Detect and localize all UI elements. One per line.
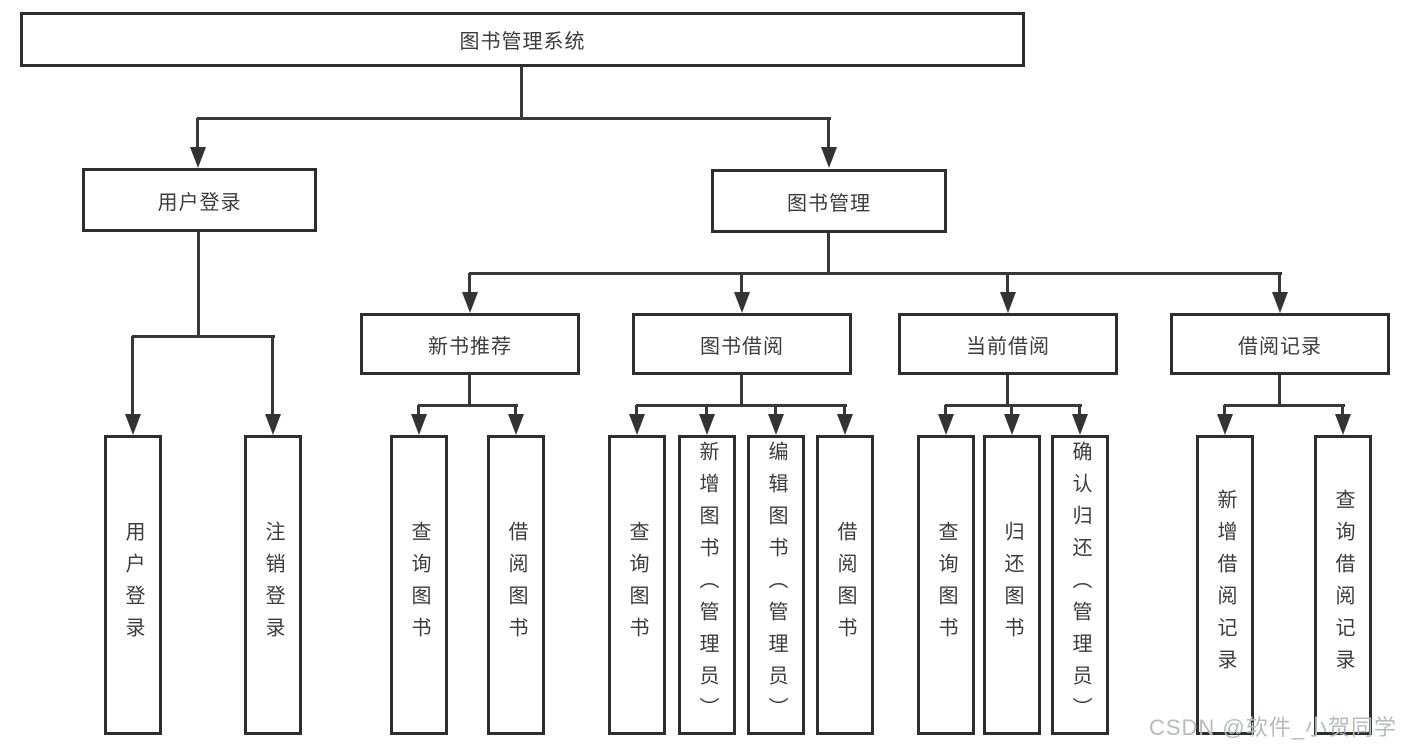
- arrowhead-down-icon: [734, 292, 750, 313]
- arrowhead-down-icon: [938, 414, 954, 435]
- connector-v-line: [197, 232, 200, 338]
- connector-v-line: [1078, 405, 1081, 417]
- leaf-query-borrow-record: 查询借阅记录: [1314, 435, 1372, 735]
- arrowhead-down-icon: [1072, 414, 1088, 435]
- connector-v-line: [1006, 273, 1009, 295]
- leaf-user-login-label: 用户登录: [122, 521, 144, 649]
- leaf-user-login: 用户登录: [104, 435, 162, 735]
- leaf-query-books-current: 查询图书: [917, 435, 975, 735]
- leaf-query-books-current-label: 查询图书: [935, 521, 957, 649]
- leaf-return-books: 归还图书: [983, 435, 1041, 735]
- connector-v-line: [1006, 375, 1009, 407]
- arrowhead-down-icon: [190, 147, 206, 168]
- connector-v-line: [417, 405, 420, 417]
- arrowhead-down-icon: [768, 414, 784, 435]
- node-current-borrowing: 当前借阅: [898, 313, 1118, 375]
- leaf-confirm-return-admin: 确认归还（管理员）: [1051, 435, 1109, 735]
- leaf-query-books-borrowing: 查询图书: [608, 435, 666, 735]
- connector-v-line: [774, 405, 777, 417]
- node-new-book-recommendation-label: 新书推荐: [428, 335, 512, 358]
- connector-h-line: [945, 404, 1082, 407]
- arrowhead-down-icon: [629, 414, 645, 435]
- connector-h-line: [197, 117, 831, 120]
- connector-v-line: [740, 375, 743, 407]
- connector-v-line: [131, 336, 134, 416]
- leaf-edit-book-admin: 编辑图书（管理员）: [747, 435, 805, 735]
- connector-h-line: [132, 335, 275, 338]
- connector-v-line: [1223, 405, 1226, 417]
- connector-v-line: [827, 118, 830, 150]
- leaf-borrow-books-borrowing: 借阅图书: [816, 435, 874, 735]
- arrowhead-down-icon: [462, 292, 478, 313]
- connector-v-line: [827, 233, 830, 275]
- node-borrowing-records-label: 借阅记录: [1238, 335, 1322, 358]
- connector-v-line: [843, 405, 846, 417]
- arrowhead-down-icon: [1335, 414, 1351, 435]
- leaf-add-borrow-record: 新增借阅记录: [1196, 435, 1254, 735]
- connector-v-line: [520, 67, 523, 120]
- arrowhead-down-icon: [411, 414, 427, 435]
- node-book-borrowing: 图书借阅: [632, 313, 852, 375]
- connector-v-line: [1278, 375, 1281, 407]
- connector-h-line: [636, 404, 847, 407]
- node-book-management-label: 图书管理: [787, 192, 871, 215]
- leaf-logout-label: 注销登录: [262, 521, 284, 649]
- node-new-book-recommendation: 新书推荐: [360, 313, 580, 375]
- connector-v-line: [514, 405, 517, 417]
- connector-h-line: [469, 272, 1282, 275]
- connector-v-line: [944, 405, 947, 417]
- connector-v-line: [635, 405, 638, 417]
- node-book-borrowing-label: 图书借阅: [700, 335, 784, 358]
- node-current-borrowing-label: 当前借阅: [966, 335, 1050, 358]
- connector-v-line: [196, 118, 199, 150]
- node-library-system: 图书管理系统: [20, 12, 1025, 67]
- arrowhead-down-icon: [699, 414, 715, 435]
- node-borrowing-records: 借阅记录: [1170, 313, 1390, 375]
- connector-v-line: [468, 375, 471, 407]
- leaf-query-books-borrowing-label: 查询图书: [626, 521, 648, 649]
- watermark: CSDN @软件_小贺同学: [1148, 715, 1397, 740]
- leaf-confirm-return-admin-label: 确认归还（管理员）: [1069, 441, 1091, 729]
- arrowhead-down-icon: [1217, 414, 1233, 435]
- leaf-add-book-admin-label: 新增图书（管理员）: [696, 441, 718, 729]
- arrowhead-down-icon: [125, 414, 141, 435]
- connector-h-line: [1224, 404, 1345, 407]
- arrowhead-down-icon: [1272, 292, 1288, 313]
- connector-v-line: [1010, 405, 1013, 417]
- arrowhead-down-icon: [1000, 292, 1016, 313]
- connector-v-line: [740, 273, 743, 295]
- arrowhead-down-icon: [837, 414, 853, 435]
- leaf-query-books-recommend-label: 查询图书: [408, 521, 430, 649]
- leaf-return-books-label: 归还图书: [1001, 521, 1023, 649]
- arrowhead-down-icon: [508, 414, 524, 435]
- connector-v-line: [468, 273, 471, 295]
- connector-h-line: [418, 404, 518, 407]
- connector-v-line: [271, 336, 274, 416]
- node-user-login-label: 用户登录: [157, 191, 242, 214]
- leaf-borrow-books-recommend-label: 借阅图书: [505, 521, 527, 649]
- connector-v-line: [1278, 273, 1281, 295]
- leaf-query-books-recommend: 查询图书: [390, 435, 448, 735]
- leaf-edit-book-admin-label: 编辑图书（管理员）: [765, 441, 787, 729]
- leaf-borrow-books-borrowing-label: 借阅图书: [834, 521, 856, 649]
- node-book-management: 图书管理: [711, 169, 947, 233]
- leaf-borrow-books-recommend: 借阅图书: [487, 435, 545, 735]
- arrowhead-down-icon: [821, 147, 837, 168]
- node-user-login: 用户登录: [82, 168, 317, 232]
- node-library-system-label: 图书管理系统: [459, 31, 586, 53]
- leaf-add-book-admin: 新增图书（管理员）: [678, 435, 736, 735]
- leaf-query-borrow-record-label: 查询借阅记录: [1332, 489, 1354, 681]
- arrowhead-down-icon: [265, 414, 281, 435]
- arrowhead-down-icon: [1004, 414, 1020, 435]
- connector-v-line: [705, 405, 708, 417]
- leaf-logout: 注销登录: [244, 435, 302, 735]
- leaf-add-borrow-record-label: 新增借阅记录: [1214, 489, 1236, 681]
- connector-v-line: [1341, 405, 1344, 417]
